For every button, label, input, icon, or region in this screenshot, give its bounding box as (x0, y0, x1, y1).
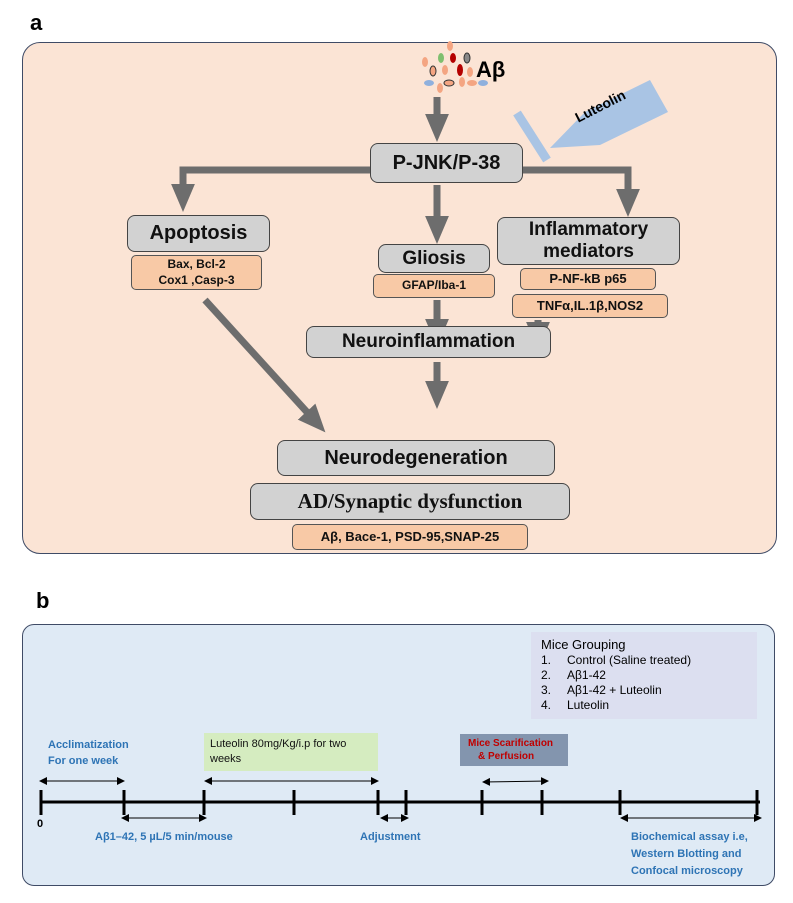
marker-text: Bax, Bcl-2 (167, 256, 226, 271)
group-item: 3. Aβ1-42 + Luteolin (541, 683, 747, 698)
label-line: For one week (48, 755, 119, 767)
injection-label: Aβ1–42, 5 µL/5 min/mouse (95, 831, 233, 843)
apoptosis-box: Apoptosis (127, 215, 270, 252)
neurodegeneration-box: Neurodegeneration (277, 440, 555, 476)
gliosis-box: Gliosis (378, 244, 490, 273)
label-line: Acclimatization (48, 739, 129, 751)
group-number: 1. (541, 653, 552, 667)
cytokines-box: TNFα,IL.1β,NOS2 (512, 294, 668, 318)
group-name: Aβ1-42 + Luteolin (567, 683, 662, 697)
group-item: 1. Control (Saline treated) (541, 653, 747, 668)
label-line: Biochemical assay i.e, (631, 831, 748, 843)
group-item: 2. Aβ1-42 (541, 668, 747, 683)
panel-a-label: a (30, 10, 43, 35)
group-number: 2. (541, 668, 552, 682)
group-name: Luteolin (567, 698, 610, 712)
timeline (39, 777, 762, 822)
assay-label: Biochemical assay i.e, Western Blotting a… (631, 829, 748, 880)
neuroinflammation-box: Neuroinflammation (306, 326, 551, 358)
luteolin-callout (550, 80, 668, 148)
label-line: weeks (210, 753, 242, 765)
group-name: Aβ1-42 (567, 668, 606, 682)
label-line: Luteolin 80mg/Kg/i.p for two (210, 738, 347, 750)
grouping-title: Mice Grouping (541, 637, 626, 652)
marker-text: Cox1 ,Casp-3 (158, 272, 235, 287)
inhibition-bar (513, 110, 551, 163)
abeta-particles (422, 41, 488, 93)
label-line: & Perfusion (478, 751, 535, 762)
label-line: Mice Scarification (468, 738, 554, 749)
nfkb-box: P-NF-kB p65 (520, 268, 656, 290)
ad-markers-box: Aβ, Bace-1, PSD-95,SNAP-25 (292, 524, 528, 550)
gliosis-markers: GFAP/Iba-1 (373, 274, 495, 298)
mice-grouping-box: Mice Grouping 1. Control (Saline treated)… (531, 632, 757, 719)
ad-synaptic-box: AD/Synaptic dysfunction (250, 483, 570, 520)
abeta-label: Aβ (476, 57, 506, 82)
luteolin-treatment-box: Luteolin 80mg/Kg/i.p for two weeks (204, 733, 378, 771)
label-line: Confocal microscopy (631, 865, 743, 877)
group-list: 1. Control (Saline treated) 2. Aβ1-42 3. Aβ1-… (541, 653, 747, 713)
box-text: mediators (543, 241, 634, 262)
group-number: 4. (541, 698, 552, 712)
zero-label: 0 (37, 818, 44, 830)
adjustment-label: Adjustment (360, 831, 421, 843)
panel-b-label: b (36, 588, 50, 613)
group-item: 4. Luteolin (541, 698, 747, 713)
label-line: Western Blotting and (631, 848, 742, 860)
pjnk-box: P-JNK/P-38 (370, 143, 523, 183)
box-text: Inflammatory (528, 219, 649, 240)
group-number: 3. (541, 683, 552, 697)
sacrifice-box: Mice Scarification & Perfusion (460, 734, 568, 766)
group-name: Control (Saline treated) (567, 653, 692, 667)
